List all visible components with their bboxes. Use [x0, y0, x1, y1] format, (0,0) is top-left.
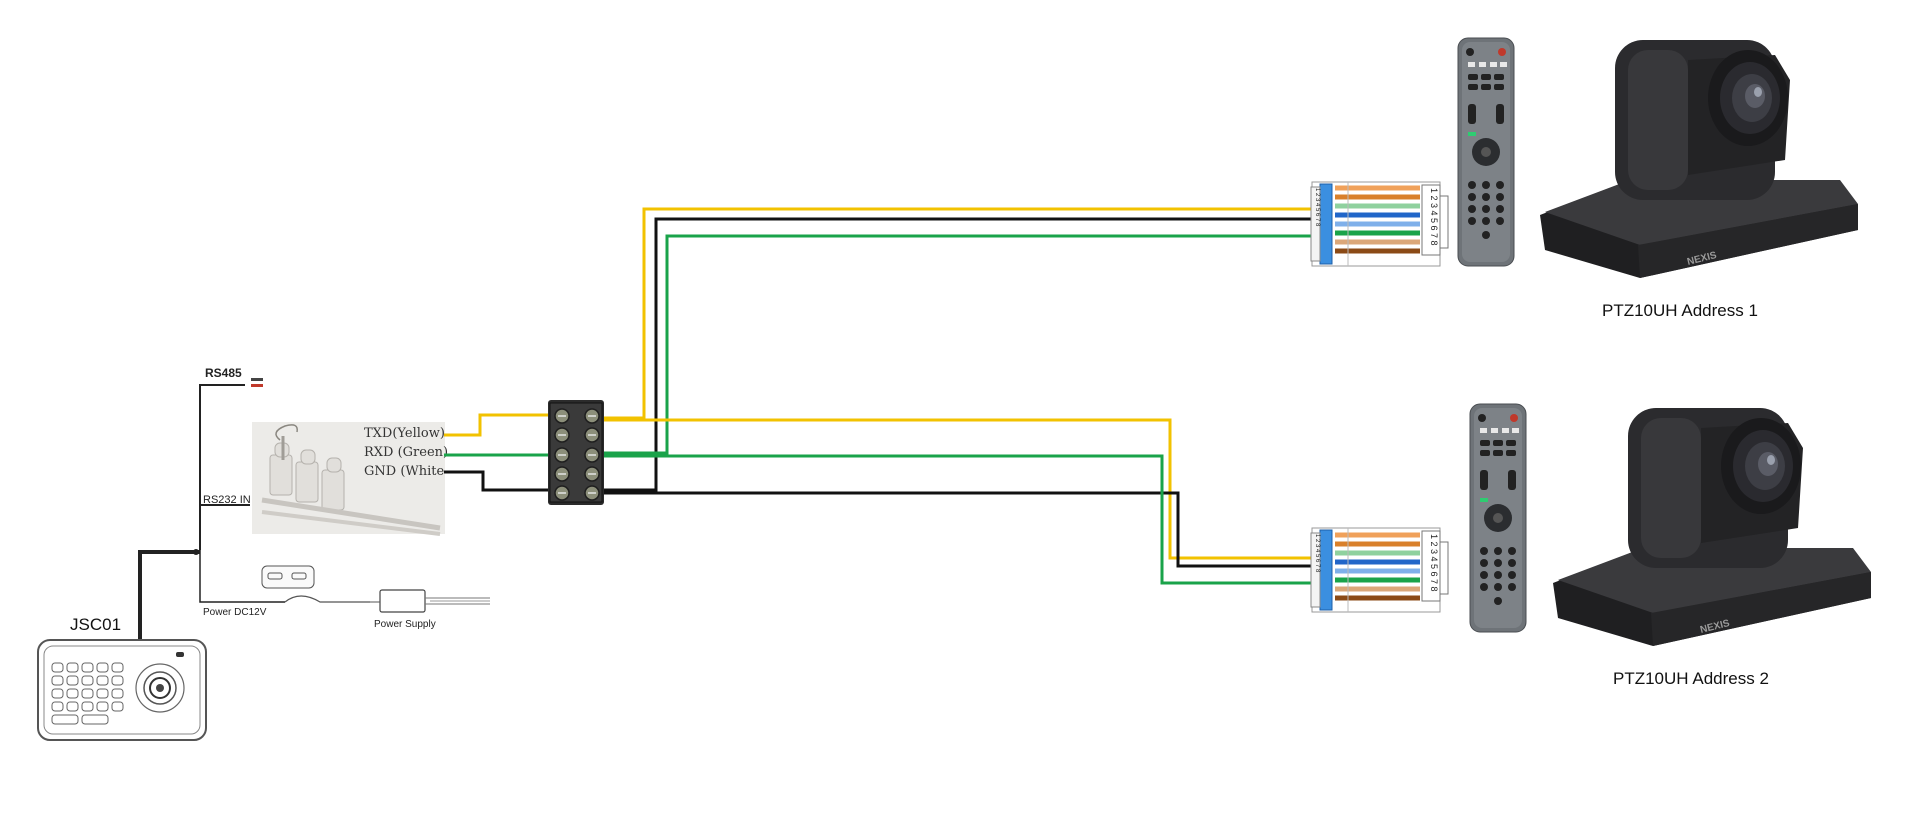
wire-yellow-cam1 — [604, 207, 1322, 420]
ir-remote-control-icon — [1457, 37, 1515, 267]
wire-green-cam2 — [604, 454, 1322, 585]
camera1-label: PTZ10UH Address 1 — [1602, 301, 1758, 320]
pin-numbers-2: 1 2 3 4 5 6 7 8 — [1429, 534, 1439, 592]
ir-remote-control-icon — [1469, 403, 1527, 633]
rs485-label: RS485 — [205, 366, 242, 380]
rs232-terminal-photo — [252, 422, 445, 536]
keyboard-joystick-controller-icon — [37, 639, 207, 741]
power-dc-label: Power DC12V — [203, 607, 267, 618]
rj45-connector-icon — [1310, 527, 1449, 613]
terminal-block-icon — [548, 400, 604, 505]
camera2-label: PTZ10UH Address 2 — [1613, 669, 1769, 688]
pin-numbers-1: 1 2 3 4 5 6 7 8 — [1429, 188, 1439, 246]
pin-side-1: 1 2 3 4 5 6 7 8 — [1314, 188, 1320, 227]
pin-side-2: 1 2 3 4 5 6 7 8 — [1314, 534, 1320, 573]
wire-black-cam1 — [604, 217, 1322, 492]
txd-label: TXD(Yellow) — [364, 426, 445, 441]
rs232-in-label: RS232 IN — [203, 494, 251, 506]
wire-green-cam1 — [604, 234, 1322, 455]
ptz-camera-icon — [1553, 408, 1871, 646]
gnd-label: GND (White — [364, 464, 445, 479]
rj45-connector-icon — [1310, 181, 1449, 267]
rxd-label: RXD (Green) — [364, 445, 448, 460]
wires — [444, 207, 1322, 585]
wire-txd-yellow-in — [444, 413, 550, 437]
controller-label: JSC01 — [70, 615, 121, 634]
wire-yellow-cam2 — [604, 418, 1322, 560]
power-adapter-icon — [261, 565, 490, 613]
wire-gnd-black-in — [444, 470, 550, 492]
wire-black-cam2 — [604, 491, 1322, 568]
controller-wiring — [138, 378, 285, 640]
power-supply-label: Power Supply — [374, 619, 436, 630]
ptz-camera-icon — [1540, 40, 1858, 278]
